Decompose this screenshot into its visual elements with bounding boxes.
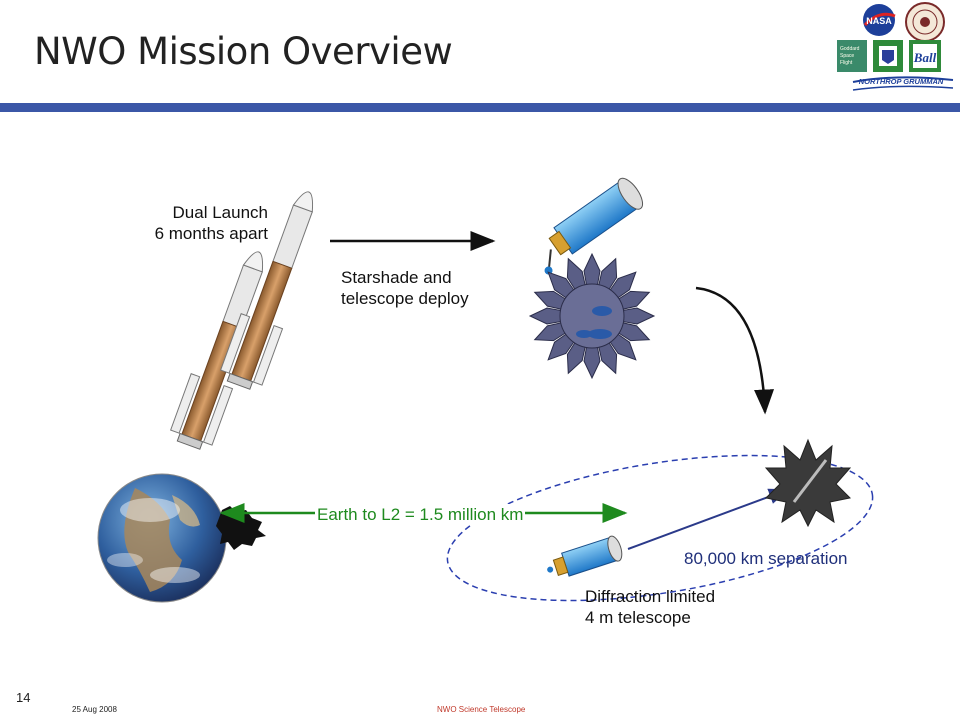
partner-logos: NASA Goddard Space Flight Ball NORTHROP … <box>837 2 954 91</box>
earth-l2-label: Earth to L2 = 1.5 million km <box>315 504 526 525</box>
earth-image <box>97 473 227 603</box>
launch-label-line1: Dual Launch <box>172 203 268 222</box>
rocket-left <box>170 251 264 450</box>
separation-label: 80,000 km separation <box>684 549 848 568</box>
separation-line <box>627 488 789 550</box>
northrop-text: NORTHROP GRUMMAN <box>859 77 944 86</box>
slide-title: NWO Mission Overview <box>34 30 453 73</box>
telescope-label-line1: Diffraction limited <box>585 587 716 606</box>
telescope-l2-icon <box>547 535 623 577</box>
telescope-deploy-icon <box>544 177 644 275</box>
svg-text:Space: Space <box>840 53 854 59</box>
ball-logo: Ball <box>909 40 941 72</box>
rocket-right <box>220 191 314 390</box>
deploy-to-l2-arrow <box>695 286 775 415</box>
ball-text: Ball <box>913 50 937 65</box>
nasa-text: NASA <box>866 16 892 26</box>
svg-text:Flight: Flight <box>840 60 853 66</box>
footer-title: NWO Science Telescope <box>437 705 526 714</box>
page-number: 14 <box>16 690 31 705</box>
crest-logo <box>873 40 903 72</box>
title-rule <box>0 103 960 112</box>
deploy-label-line1: Starshade and <box>341 268 452 287</box>
footer-date: 25 Aug 2008 <box>72 705 117 714</box>
deploy-label: Starshade and telescope deploy <box>341 267 469 309</box>
launch-label: Dual Launch 6 months apart <box>140 202 268 244</box>
goddard-logo: Goddard Space Flight <box>837 40 867 72</box>
starshade-deploy-icon <box>528 252 656 380</box>
deploy-label-line2: telescope deploy <box>341 289 469 308</box>
telescope-label-line2: 4 m telescope <box>585 608 691 627</box>
nasa-logo: NASA <box>863 4 896 36</box>
telescope-label: Diffraction limited 4 m telescope <box>585 586 715 628</box>
svg-text:Goddard: Goddard <box>840 46 860 52</box>
launch-label-line2: 6 months apart <box>154 224 268 243</box>
northrop-grumman-logo: NORTHROP GRUMMAN <box>852 76 954 91</box>
halo-orbit <box>446 454 874 602</box>
starshade-l2-icon <box>764 438 852 528</box>
